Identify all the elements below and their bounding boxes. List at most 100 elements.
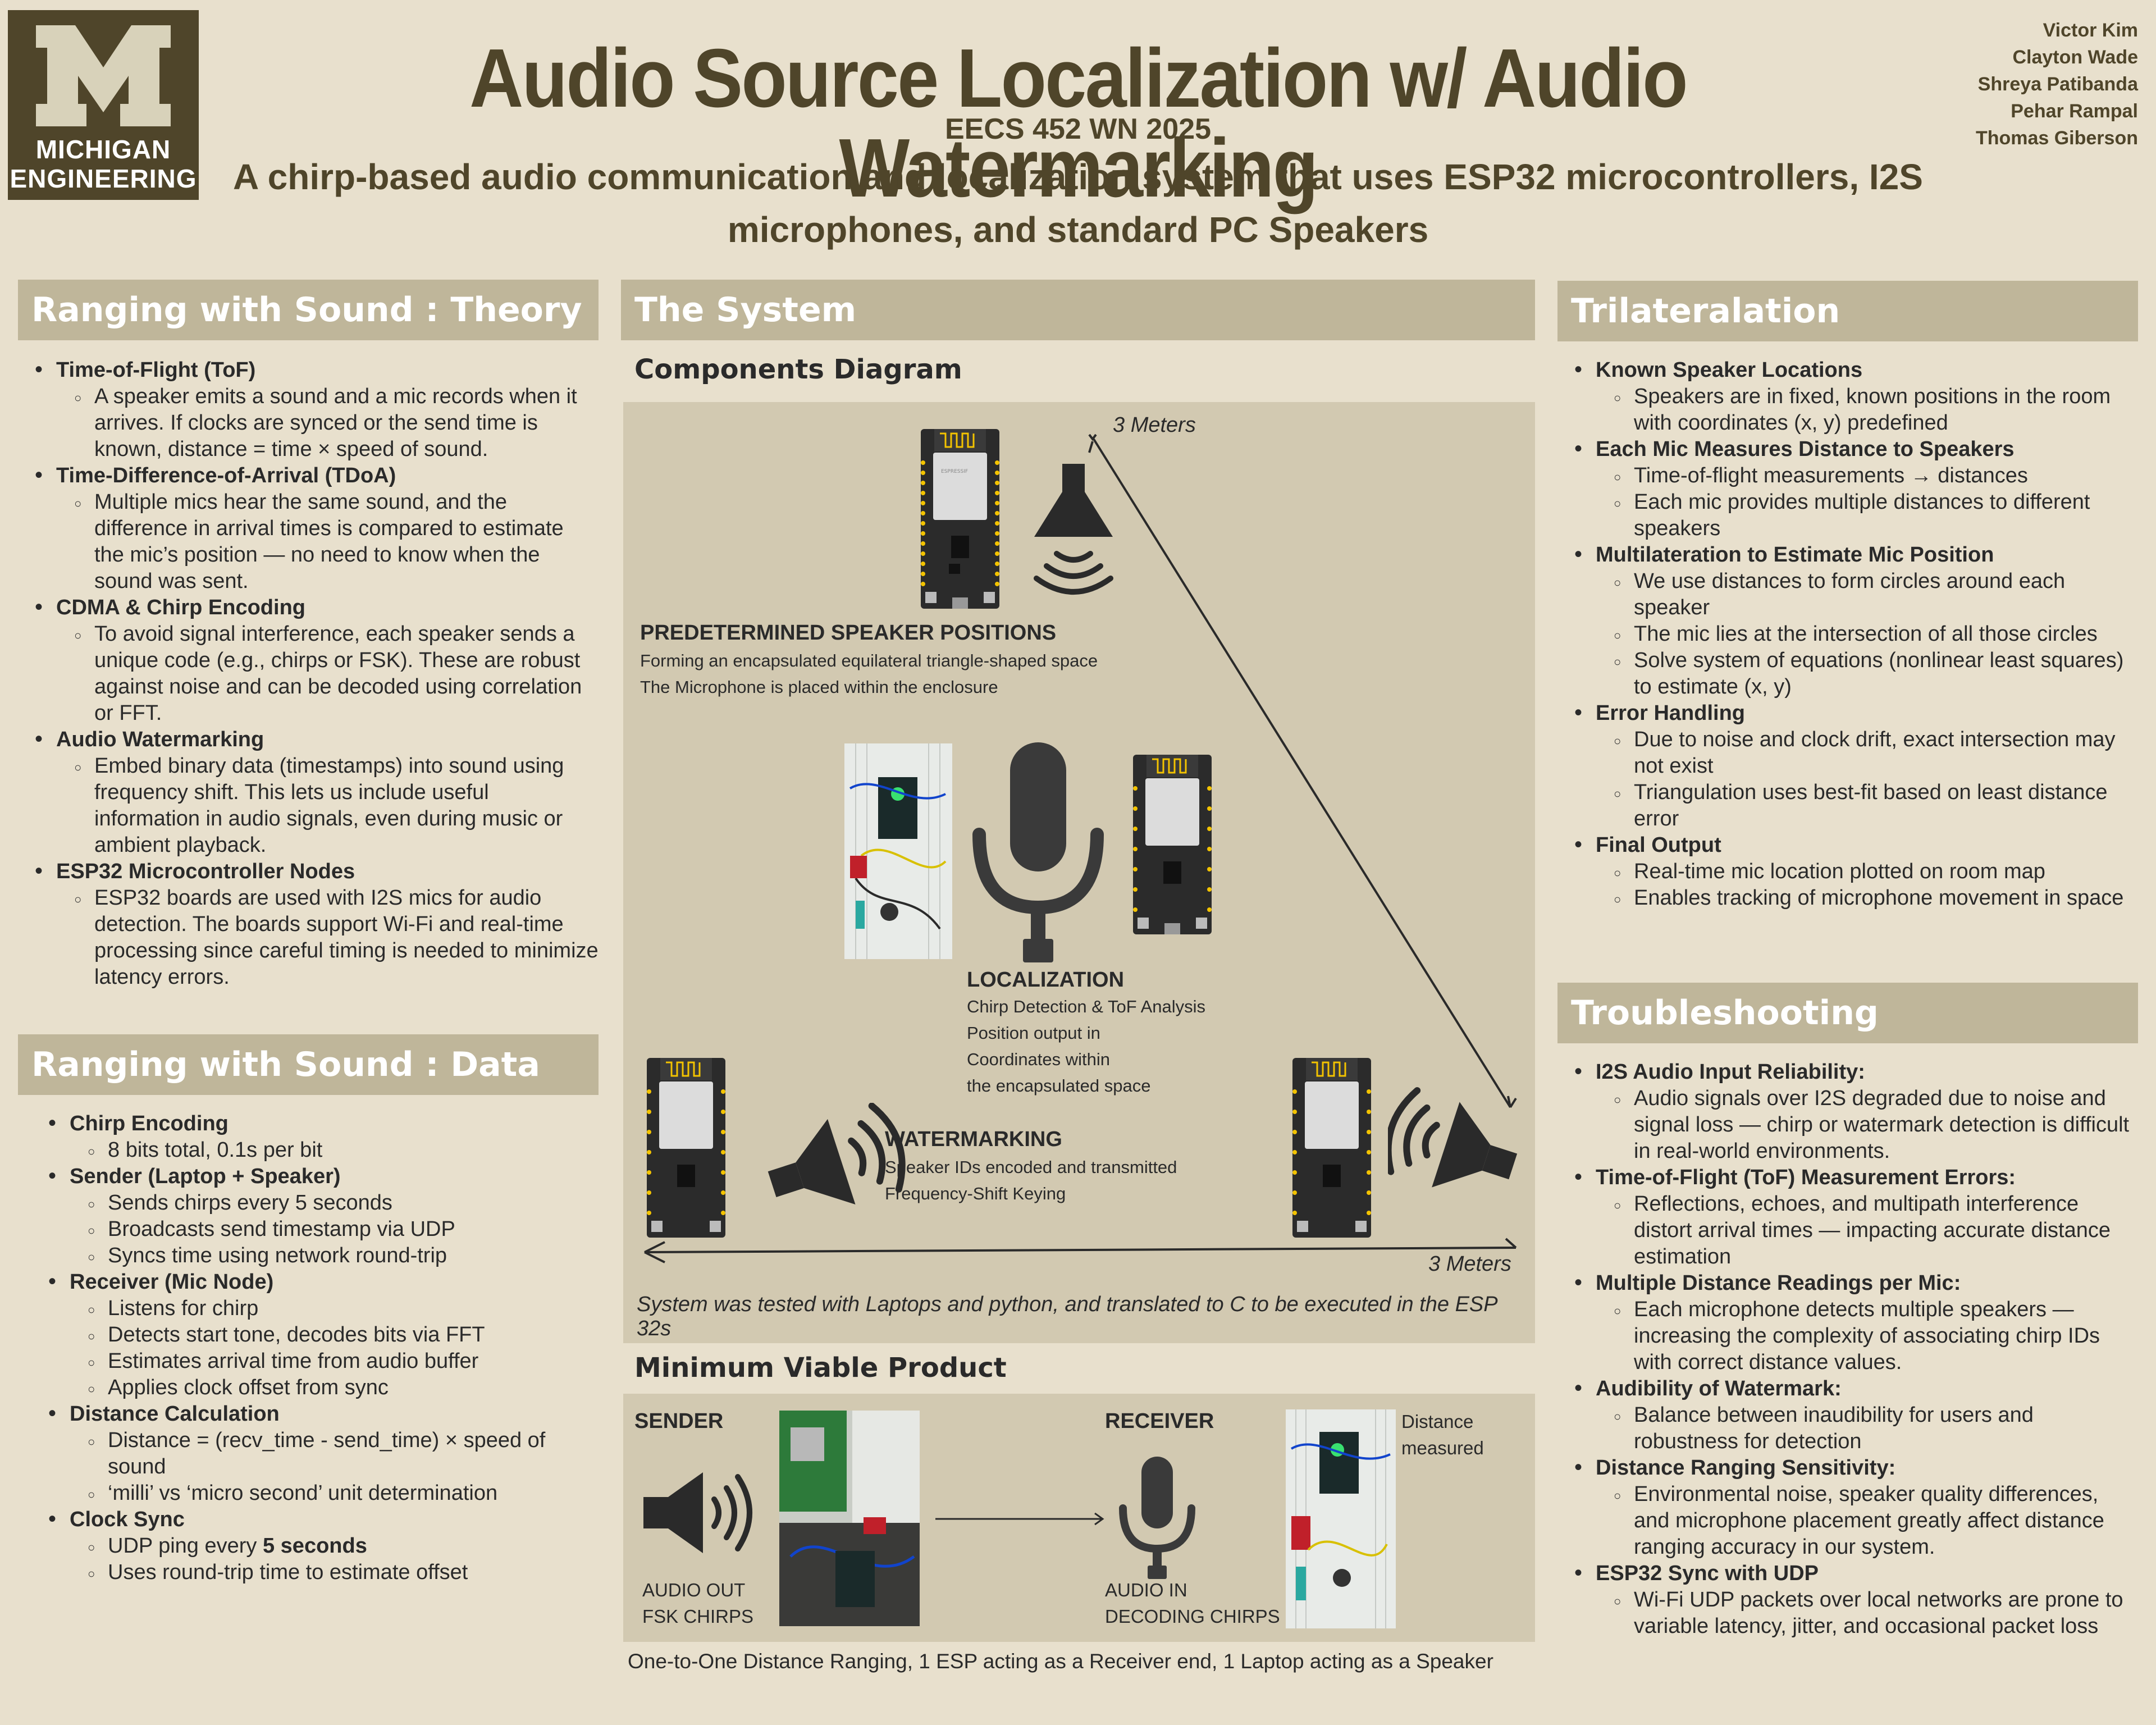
- sub-bullet-text: Sends chirps every 5 seconds: [108, 1191, 392, 1215]
- speaker-icon: [1388, 1087, 1518, 1188]
- bullet-heading: ESP32 Microcontroller Nodes: [56, 860, 355, 883]
- speaker-positions-line: The Microphone is placed within the encl…: [640, 677, 998, 697]
- sub-bullet-item: A speaker emits a sound and a mic record…: [56, 384, 599, 463]
- sub-bullet-item: Solve system of equations (nonlinear lea…: [1596, 647, 2138, 700]
- sub-bullet-item: Audio signals over I2S degraded due to n…: [1596, 1085, 2138, 1165]
- sub-bullet-text: Listens for chirp: [108, 1297, 259, 1320]
- bullet-item: CDMA & Chirp Encoding To avoid signal in…: [18, 595, 599, 727]
- sub-bullet-text: Triangulation uses best-fit based on lea…: [1634, 781, 2108, 830]
- bullet-item: Each Mic Measures Distance to SpeakersTi…: [1557, 436, 2138, 542]
- sub-bullet-item: Applies clock offset from sync: [70, 1375, 599, 1402]
- mvp-title: Minimum Viable Product: [634, 1352, 1007, 1384]
- sub-bullet-text: Applies clock offset from sync: [108, 1376, 389, 1399]
- sub-bullet-list: Embed binary data (timestamps) into soun…: [56, 753, 599, 859]
- sub-bullet-item: Multiple mics hear the same sound, and t…: [56, 489, 599, 595]
- bullet-heading: Clock Sync: [70, 1508, 185, 1531]
- localization-caption: LOCALIZATION Chirp Detection & ToF Analy…: [967, 968, 1205, 1099]
- sub-bullet-text: Uses round-trip time to estimate offset: [108, 1560, 468, 1584]
- watermarking-heading: WATERMARKING: [885, 1128, 1062, 1151]
- theory-section: Ranging with Sound : Theory Time-of-Flig…: [18, 280, 599, 991]
- sub-bullet-item: Reflections, echoes, and multipath inter…: [1596, 1191, 2138, 1270]
- speaker-positions-caption: PREDETERMINED SPEAKER POSITIONS Forming …: [640, 621, 1098, 700]
- sub-bullet-list: To avoid signal interference, each speak…: [56, 621, 599, 727]
- sub-bullet-text: ‘milli’ vs ‘micro second’ unit determina…: [108, 1481, 498, 1505]
- sub-bullet-text: Estimates arrival time from audio buffer: [108, 1349, 479, 1373]
- mvp-footer: One-to-One Distance Ranging, 1 ESP actin…: [628, 1650, 1493, 1673]
- localization-line: the encapsulated space: [967, 1076, 1151, 1096]
- speaker-icon: [768, 1103, 906, 1205]
- esp32-board-icon: ESPRESSIF: [921, 429, 999, 609]
- sub-bullet-text: Environmental noise, speaker quality dif…: [1634, 1482, 2104, 1559]
- watermarking-line: Frequency-Shift Keying: [885, 1184, 1066, 1203]
- sub-bullet-list: Environmental noise, speaker quality dif…: [1596, 1481, 2138, 1560]
- sender-photo: [779, 1411, 920, 1626]
- sub-bullet-item: Each mic provides multiple distances to …: [1596, 489, 2138, 542]
- logo-line-engineering: ENGINEERING: [10, 164, 197, 193]
- sub-bullet-item: The mic lies at the intersection of all …: [1596, 621, 2138, 649]
- watermarking-line: Speaker IDs encoded and transmitted: [885, 1157, 1177, 1177]
- author-name: Pehar Rampal: [2011, 101, 2138, 122]
- sub-bullet-item: To avoid signal interference, each speak…: [56, 621, 599, 727]
- theory-header: Ranging with Sound : Theory: [18, 280, 599, 340]
- system-header: The System: [621, 280, 1535, 340]
- bullet-heading: Time-Difference-of-Arrival (TDoA): [56, 464, 396, 487]
- sub-bullet-item: Enables tracking of microphone movement …: [1596, 885, 2138, 912]
- sub-bullet-list: Audio signals over I2S degraded due to n…: [1596, 1085, 2138, 1165]
- sub-bullet-list: Distance = (recv_time - send_time) × spe…: [70, 1427, 599, 1508]
- bullet-heading: Sender (Laptop + Speaker): [70, 1165, 341, 1188]
- bullet-item: Distance CalculationDistance = (recv_tim…: [31, 1401, 599, 1508]
- sub-bullet-item: Uses round-trip time to estimate offset: [70, 1559, 599, 1587]
- troubleshooting-header: Troubleshooting: [1557, 983, 2138, 1043]
- bullet-heading: Distance Ranging Sensitivity:: [1596, 1456, 1896, 1480]
- sub-bullet-item: Estimates arrival time from audio buffer: [70, 1348, 599, 1376]
- sub-bullet-text: Detects start tone, decodes bits via FFT: [108, 1323, 485, 1347]
- sub-bullet-text: Audio signals over I2S degraded due to n…: [1634, 1087, 2130, 1163]
- sub-bullet-item: Balance between inaudibility for users a…: [1596, 1402, 2138, 1455]
- sub-bullet-text: Broadcasts send timestamp via UDP: [108, 1217, 455, 1241]
- data-list: Chirp Encoding 8 bits total, 0.1s per bit…: [18, 1111, 599, 1587]
- speaker-icon: [1034, 464, 1113, 595]
- bullet-heading: Error Handling: [1596, 701, 1746, 725]
- sub-bullet-item: Detects start tone, decodes bits via FFT: [70, 1322, 599, 1349]
- esp32-board-icon: [1133, 755, 1212, 934]
- troubleshooting-section: Troubleshooting I2S Audio Input Reliabil…: [1557, 983, 2138, 1640]
- bullet-item: Sender (Laptop + Speaker) Sends chirps ev…: [31, 1163, 599, 1270]
- sub-bullet-text: A speaker emits a sound and a mic record…: [94, 385, 577, 461]
- bullet-item: Chirp Encoding 8 bits total, 0.1s per bit: [31, 1111, 599, 1165]
- arrow-icon: [935, 1512, 1104, 1526]
- data-section: Ranging with Sound : Data Chirp Encoding…: [18, 1034, 599, 1587]
- sub-bullet-text: Real-time mic location plotted on room m…: [1634, 860, 2045, 883]
- sub-bullet-text: Time-of-flight measurements → distances: [1634, 464, 2028, 487]
- sub-bullet-text: The mic lies at the intersection of all …: [1634, 622, 2098, 646]
- trilateration-section: Trilateralation Known Speaker LocationsS…: [1557, 281, 2138, 912]
- bullet-heading: Multilateration to Estimate Mic Position: [1596, 543, 1994, 567]
- sub-bullet-text: UDP ping every: [108, 1534, 263, 1558]
- author-list: Victor Kim Clayton Wade Shreya Patibanda…: [1976, 17, 2138, 152]
- receiver-caption: AUDIO IN DECODING CHIRPS: [1105, 1577, 1280, 1630]
- sub-bullet-list: ESP32 boards are used with I2S mics for …: [56, 885, 599, 991]
- sender-caption: AUDIO OUT FSK CHIRPS: [642, 1577, 753, 1630]
- esp32-board-icon: [1292, 1058, 1371, 1238]
- sub-bullet-item: Each microphone detects multiple speaker…: [1596, 1297, 2138, 1376]
- logo-line-michigan: MICHIGAN: [35, 135, 171, 164]
- sub-bullet-list: Each microphone detects multiple speaker…: [1596, 1297, 2138, 1376]
- sub-bullet-text: Speakers are in fixed, known positions i…: [1634, 385, 2111, 435]
- data-header: Ranging with Sound : Data: [18, 1034, 599, 1095]
- sub-bullet-text: Syncs time using network round-trip: [108, 1244, 447, 1267]
- bullet-heading: ESP32 Sync with UDP: [1596, 1562, 1819, 1585]
- sub-bullet-text: ESP32 boards are used with I2S mics for …: [94, 886, 599, 989]
- sub-bullet-text: 8 bits total, 0.1s per bit: [108, 1138, 323, 1162]
- sub-bullet-text: Solve system of equations (nonlinear lea…: [1634, 649, 2124, 699]
- sub-bullet-text: To avoid signal interference, each speak…: [94, 622, 582, 725]
- sub-bullet-list: Time-of-flight measurements → distancesE…: [1596, 463, 2138, 542]
- breadboard-mic-photo: [844, 743, 952, 959]
- bullet-heading: Audio Watermarking: [56, 728, 264, 751]
- distance-note-line: Distance: [1401, 1411, 1474, 1432]
- sender-caption-line: AUDIO OUT: [642, 1580, 746, 1600]
- bullet-item: Final OutputReal-time mic location plott…: [1557, 832, 2138, 912]
- sub-bullet-list: UDP ping every 5 secondsUses round-trip …: [70, 1533, 599, 1587]
- receiver-caption-line: DECODING CHIRPS: [1105, 1606, 1280, 1627]
- bullet-heading: Chirp Encoding: [70, 1112, 229, 1135]
- bullet-item: Receiver (Mic Node)Listens for chirpDete…: [31, 1269, 599, 1402]
- sub-bullet-item: Listens for chirp: [70, 1295, 599, 1323]
